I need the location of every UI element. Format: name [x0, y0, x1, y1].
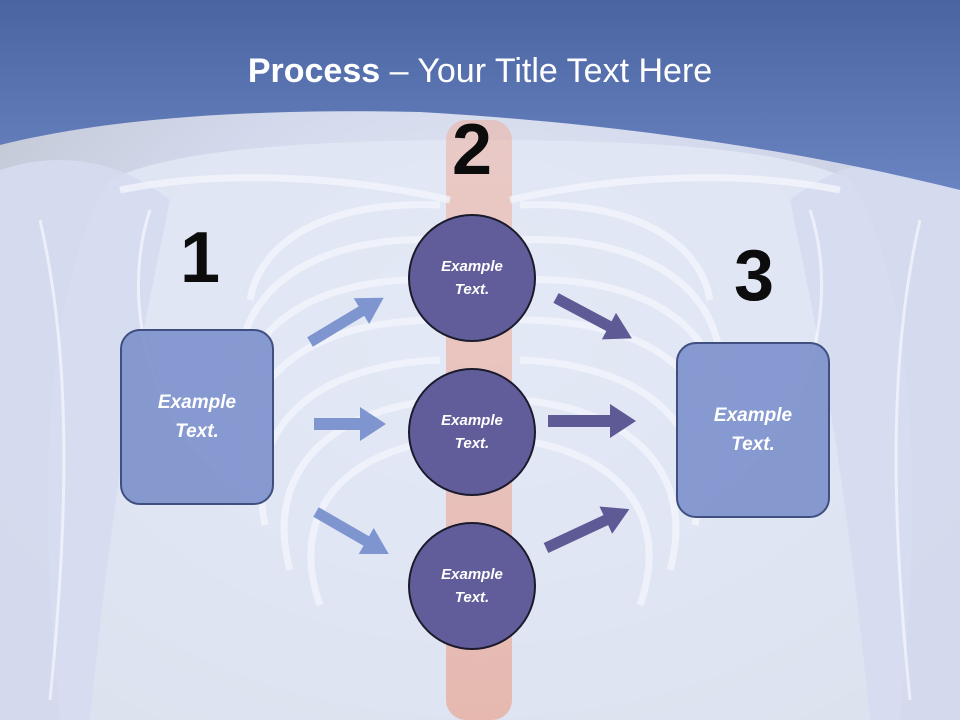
circle-bottom: Example Text. — [408, 522, 536, 650]
box-step-3-line2: Text. — [731, 434, 775, 455]
circle-top-text: Example Text. — [427, 255, 517, 301]
box-step-1: Example Text. — [120, 329, 274, 505]
box-step-3-line1: Example — [713, 405, 793, 426]
box-step-1-line1: Example — [157, 392, 237, 413]
arrow-right-up — [543, 506, 630, 553]
box-step-3-text: Example Text. — [698, 401, 808, 459]
circle-bottom-line1: Example — [441, 566, 503, 583]
slide-title: Process – Your Title Text Here — [0, 52, 960, 91]
circle-top-line2: Text. — [454, 281, 490, 298]
circle-middle-line1: Example — [441, 412, 503, 429]
arrow-left-down — [313, 507, 389, 554]
box-step-1-text: Example Text. — [142, 388, 252, 446]
circle-middle: Example Text. — [408, 368, 536, 496]
circle-middle-text: Example Text. — [427, 409, 517, 455]
box-step-3: Example Text. — [676, 342, 830, 518]
header-band — [0, 0, 960, 190]
step-number-2: 2 — [451, 110, 493, 190]
title-strong: Process — [247, 52, 381, 90]
arrow-left-up — [307, 297, 384, 347]
circle-bottom-line2: Text. — [454, 589, 490, 606]
circle-top: Example Text. — [408, 214, 536, 342]
arrow-right-middle — [548, 404, 636, 438]
step-number-3: 3 — [733, 236, 775, 316]
title-rest: – Your Title Text Here — [380, 52, 713, 90]
step-number-1: 1 — [179, 218, 221, 298]
arrow-left-middle — [314, 407, 386, 441]
circle-top-line1: Example — [441, 258, 503, 275]
circle-middle-line2: Text. — [454, 435, 490, 452]
box-step-1-line2: Text. — [175, 421, 219, 442]
circle-bottom-text: Example Text. — [427, 563, 517, 609]
arrow-right-down — [553, 293, 632, 340]
